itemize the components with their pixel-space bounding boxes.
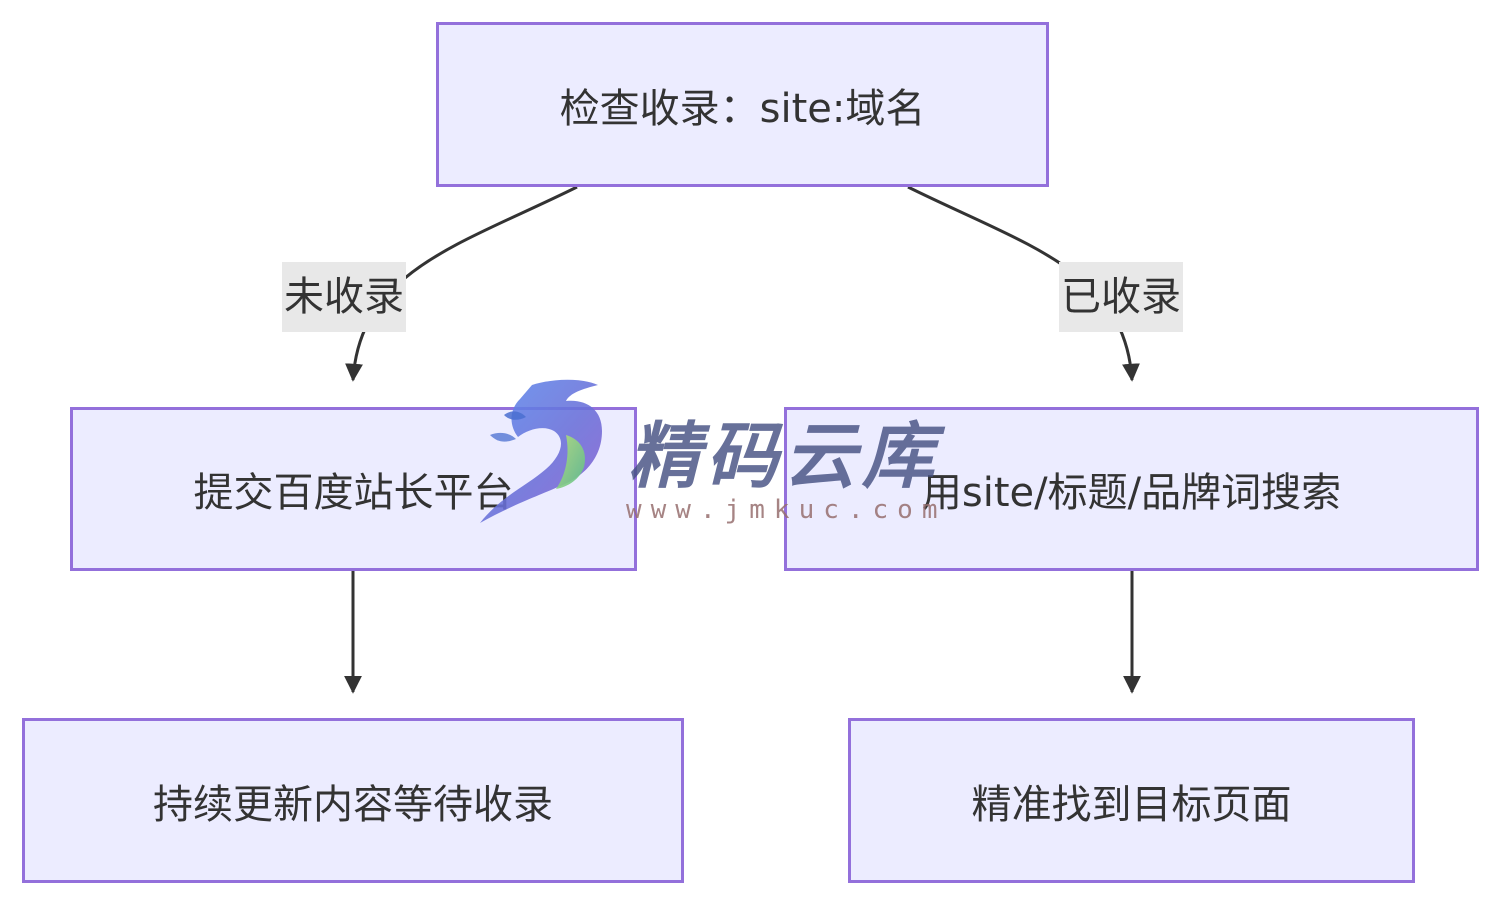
node-find-target: 精准找到目标页面 bbox=[848, 718, 1415, 883]
node-keep-updating-label: 持续更新内容等待收录 bbox=[153, 781, 553, 828]
edge-label-indexed: 已收录 bbox=[1059, 262, 1183, 332]
edge-check-to-submit bbox=[345, 185, 578, 382]
node-keep-updating: 持续更新内容等待收录 bbox=[22, 718, 684, 883]
node-check-index-label: 检查收录：site:域名 bbox=[559, 85, 926, 132]
node-submit-baidu: 提交百度站长平台 bbox=[70, 407, 637, 571]
node-find-target-label: 精准找到目标页面 bbox=[971, 781, 1292, 828]
node-submit-baidu-label: 提交百度站长平台 bbox=[193, 470, 514, 516]
node-check-index: 检查收录：site:域名 bbox=[436, 22, 1049, 187]
node-search-site: 用site/标题/品牌词搜索 bbox=[784, 407, 1479, 571]
edge-label-not-indexed: 未收录 bbox=[282, 262, 406, 332]
node-search-site-label: 用site/标题/品牌词搜索 bbox=[921, 470, 1342, 516]
